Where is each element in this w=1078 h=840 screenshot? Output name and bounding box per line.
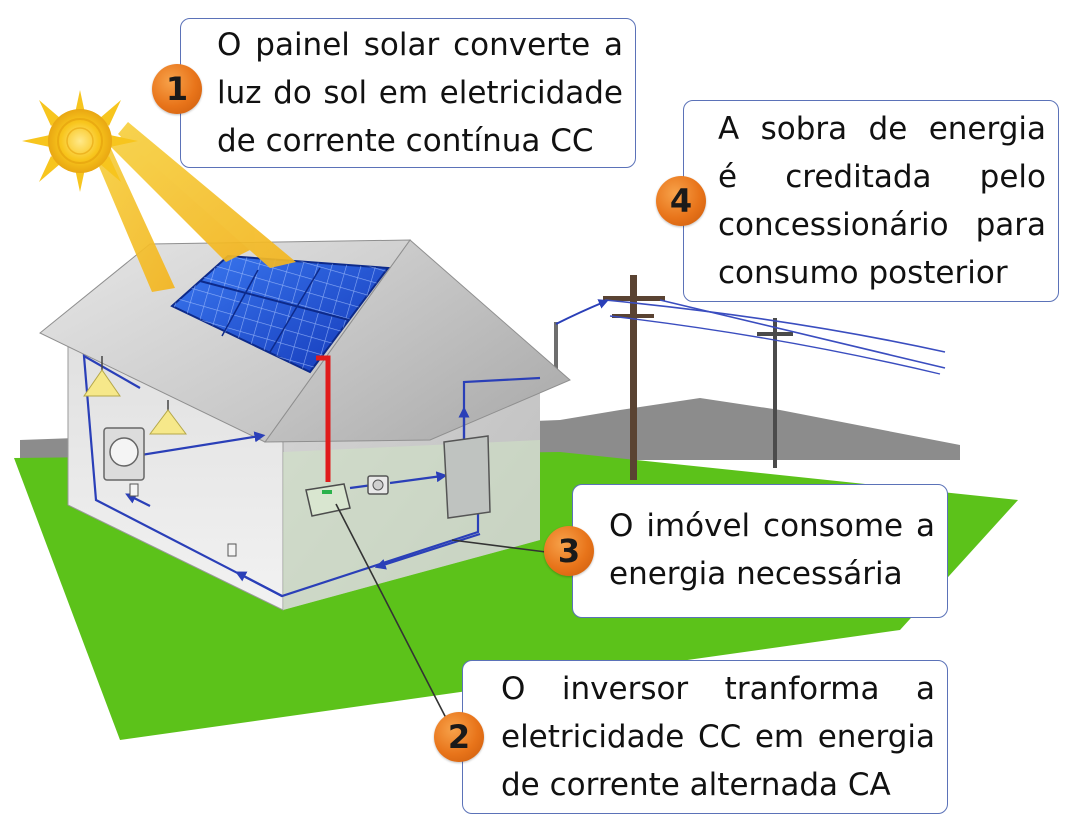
- dc-wire: [316, 355, 331, 482]
- callout-consumption-line-1: O imóvel consome a: [609, 508, 935, 544]
- ceiling-lamps: [83, 356, 187, 435]
- callout-inverter: O inversor tranforma a eletricidade CC e…: [462, 660, 948, 814]
- electric-meter: [103, 427, 145, 481]
- callout-credit: A sobra de energia é creditada pelo conc…: [683, 100, 1059, 302]
- callout-panel: O painel solar converte a luz do sol em …: [180, 18, 636, 168]
- sun: [22, 90, 138, 192]
- callout-credit-line-2: é creditada pelo: [718, 159, 1046, 195]
- callout-credit-line-3: concessionário para: [718, 207, 1046, 243]
- callout-inverter-line-2: eletricidade CC em energia: [501, 719, 935, 755]
- callout-panel-line-3: de corrente contínua CC: [217, 123, 594, 159]
- breaker-switch: [367, 475, 389, 495]
- step-badge-2: 2: [434, 712, 484, 762]
- callout-consumption: O imóvel consome a energia necessária: [572, 484, 948, 618]
- callout-inverter-line-3: de corrente alternada CA: [501, 767, 891, 803]
- callout-inverter-line-1: O inversor tranforma a: [501, 671, 935, 707]
- wall-outlets: [129, 483, 237, 557]
- utility-grid: [554, 275, 946, 480]
- solar-panel-array: [170, 254, 390, 374]
- callout-credit-line-1: A sobra de energia: [718, 111, 1046, 147]
- callout-panel-line-1: O painel solar converte a: [217, 27, 623, 63]
- inverter: [305, 483, 351, 517]
- step-badge-4: 4: [656, 176, 706, 226]
- step-badge-3: 3: [544, 526, 594, 576]
- callout-consumption-line-2: energia necessária: [609, 556, 903, 592]
- leader-lines: [335, 503, 547, 719]
- distribution-panel: [443, 435, 491, 519]
- callout-credit-line-4: consumo posterior: [718, 255, 1008, 291]
- step-badge-1: 1: [152, 64, 202, 114]
- sunbeams: [92, 122, 296, 292]
- callout-panel-line-2: luz do sol em eletricidade: [217, 75, 623, 111]
- ac-wiring: [82, 354, 541, 598]
